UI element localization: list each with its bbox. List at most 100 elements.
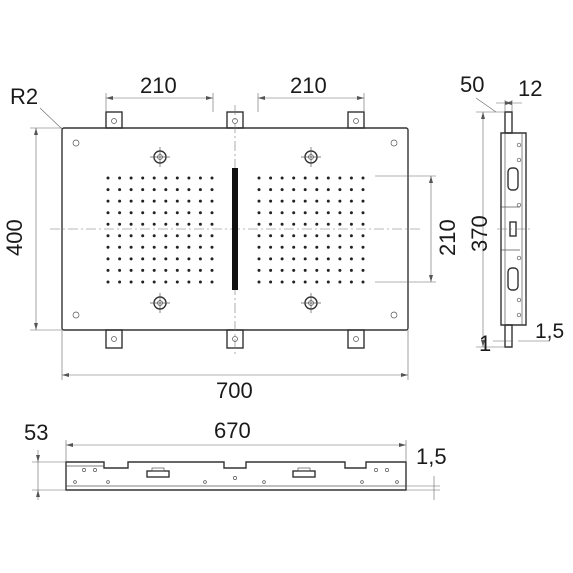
nozzle-dot: [303, 257, 307, 261]
nozzle-dot: [152, 234, 156, 238]
nozzle-dot: [257, 268, 261, 272]
dimension-bottom-thickness: 1,5: [416, 444, 447, 469]
inlet-fitting-bottom-right: [301, 293, 321, 313]
nozzle-grid-right: [257, 176, 365, 284]
nozzle-dot: [361, 245, 365, 249]
side-frame-outline: [500, 132, 527, 326]
nozzle-dot: [315, 222, 319, 226]
nozzle-dot: [164, 234, 168, 238]
nozzle-dot: [349, 188, 353, 192]
nozzle-dot: [303, 234, 307, 238]
nozzle-dot: [198, 199, 202, 203]
nozzle-dot: [106, 188, 110, 192]
nozzle-dot: [361, 268, 365, 272]
nozzle-dot: [349, 280, 353, 284]
nozzle-dot: [280, 280, 284, 284]
nozzle-dot: [280, 176, 284, 180]
nozzle-dot: [315, 176, 319, 180]
nozzle-dot: [106, 199, 110, 203]
nozzle-dot: [257, 176, 261, 180]
nozzle-dot: [349, 222, 353, 226]
nozzle-dot: [280, 211, 284, 215]
nozzle-dot: [257, 234, 261, 238]
nozzle-dot: [210, 176, 214, 180]
nozzle-dot: [152, 268, 156, 272]
nozzle-dot: [118, 257, 122, 261]
nozzle-dot: [315, 268, 319, 272]
nozzle-dot: [118, 211, 122, 215]
nozzle-dot: [303, 176, 307, 180]
nozzle-dot: [118, 188, 122, 192]
nozzle-dot: [269, 280, 273, 284]
nozzle-dot: [141, 245, 145, 249]
nozzle-dot: [315, 257, 319, 261]
dimension-side-thickness: 1,5: [535, 320, 564, 343]
nozzle-dot: [257, 245, 261, 249]
nozzle-dot: [315, 211, 319, 215]
front-view: [50, 105, 420, 355]
mounting-tab-top-left: [105, 111, 123, 129]
nozzle-dot: [187, 245, 191, 249]
nozzle-dot: [152, 280, 156, 284]
nozzle-dot: [338, 176, 342, 180]
nozzle-dot: [106, 268, 110, 272]
nozzle-dot: [292, 188, 296, 192]
nozzle-dot: [118, 234, 122, 238]
nozzle-dot: [326, 188, 330, 192]
nozzle-dot: [164, 280, 168, 284]
nozzle-dot: [164, 257, 168, 261]
nozzle-dot: [106, 280, 110, 284]
nozzle-dot: [210, 188, 214, 192]
nozzle-dot: [164, 199, 168, 203]
nozzle-dot: [361, 211, 365, 215]
nozzle-dot: [349, 245, 353, 249]
nozzle-dot: [141, 211, 145, 215]
nozzle-dot: [175, 222, 179, 226]
nozzle-dot: [106, 211, 110, 215]
nozzle-dot: [175, 257, 179, 261]
nozzle-dot: [303, 245, 307, 249]
nozzle-dot: [326, 199, 330, 203]
nozzle-dot: [269, 234, 273, 238]
nozzle-dot: [164, 245, 168, 249]
nozzle-dot: [292, 211, 296, 215]
nozzle-dot: [198, 211, 202, 215]
mounting-tab-bottom-right: [347, 329, 365, 349]
nozzle-dot: [210, 234, 214, 238]
nozzle-dot: [210, 257, 214, 261]
nozzle-dot: [129, 188, 133, 192]
nozzle-dot: [129, 222, 133, 226]
nozzle-dot: [187, 257, 191, 261]
nozzle-dot: [280, 234, 284, 238]
nozzle-dot: [361, 280, 365, 284]
nozzle-dot: [118, 280, 122, 284]
mounting-tab-bottom-left: [105, 329, 123, 349]
dimension-overall-width: 700: [216, 378, 253, 403]
inlet-fitting-bottom-left: [150, 293, 170, 313]
mounting-tab-top-right: [347, 111, 365, 129]
nozzle-dot: [257, 188, 261, 192]
nozzle-dot: [292, 245, 296, 249]
nozzle-dot: [187, 188, 191, 192]
dimension-nozzle-field-height: 210: [435, 219, 460, 256]
nozzle-dot: [198, 245, 202, 249]
nozzle-dot: [129, 268, 133, 272]
nozzle-dot: [118, 245, 122, 249]
nozzle-dot: [187, 176, 191, 180]
nozzle-dot: [280, 199, 284, 203]
nozzle-dot: [175, 280, 179, 284]
nozzle-dot: [361, 234, 365, 238]
nozzle-dot: [175, 268, 179, 272]
nozzle-dot: [129, 211, 133, 215]
inlet-fitting-top-left: [150, 147, 170, 167]
nozzle-dot: [338, 199, 342, 203]
nozzle-dot: [175, 211, 179, 215]
nozzle-dot: [269, 211, 273, 215]
nozzle-dot: [164, 222, 168, 226]
center-divider-bar: [232, 168, 238, 290]
nozzle-dot: [338, 268, 342, 272]
nozzle-dot: [349, 199, 353, 203]
nozzle-dot: [187, 211, 191, 215]
nozzle-dot: [303, 211, 307, 215]
